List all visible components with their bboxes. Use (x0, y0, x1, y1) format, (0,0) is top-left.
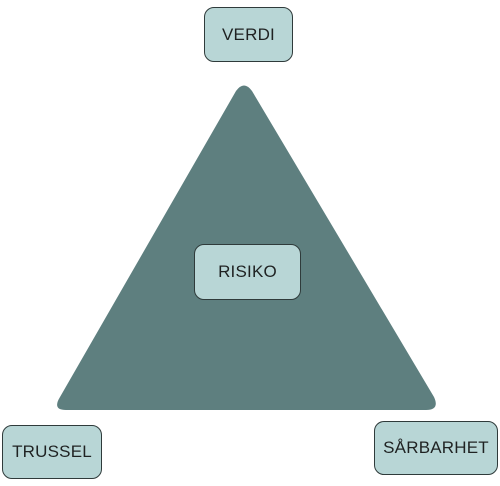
node-trussel: TRUSSEL (2, 425, 102, 479)
node-trussel-label: TRUSSEL (12, 442, 92, 461)
node-sarbarhet-label: SÅRBARHET (383, 438, 489, 457)
node-sarbarhet: SÅRBARHET (374, 421, 498, 475)
node-risiko: RISIKO (194, 244, 301, 300)
node-risiko-label: RISIKO (218, 262, 277, 281)
node-verdi-label: VERDI (222, 24, 275, 44)
node-verdi: VERDI (204, 7, 293, 62)
